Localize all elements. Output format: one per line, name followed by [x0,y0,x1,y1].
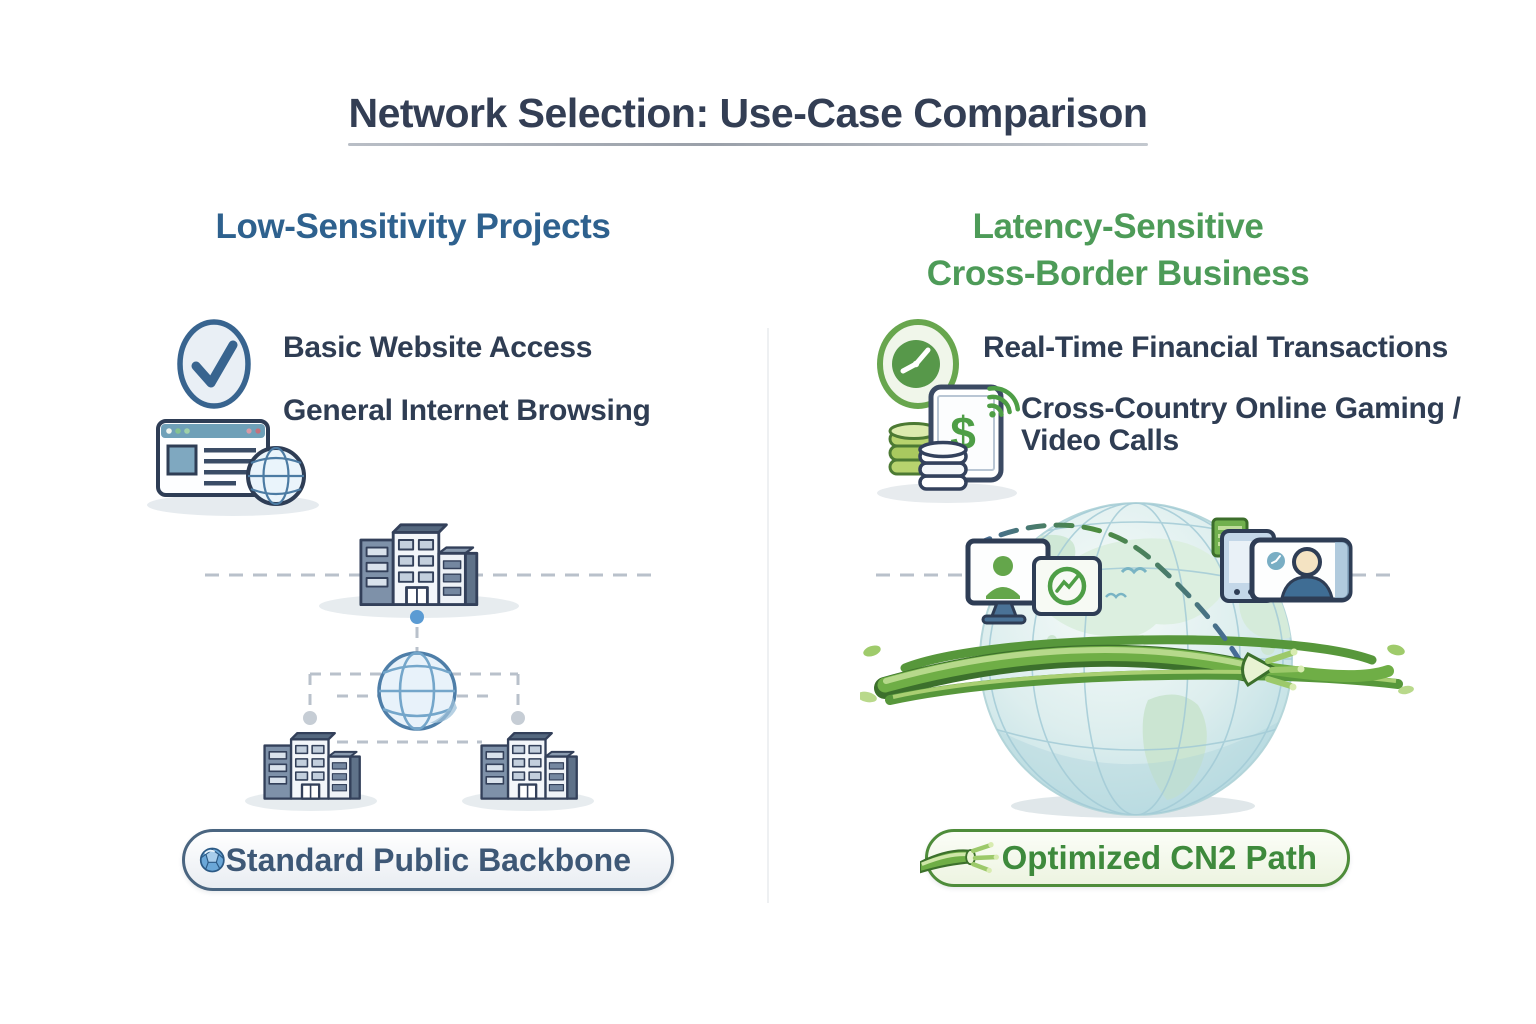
badge-label: Optimized CN2 Path [1001,839,1317,876]
feature-financial-transactions: Real-Time Financial Transactions [983,331,1449,364]
headquarters-building-icon [359,523,479,607]
feature-gaming-video-line1: Cross-Country Online Gaming / [1021,392,1461,425]
cn2-globe-illustration [860,502,1414,818]
standard-backbone-badge: Standard Public Backbone [182,829,674,891]
right-heading-line2: Cross-Border Business [926,254,1310,293]
checkmark-icon [177,319,251,409]
badge-label: Standard Public Backbone [225,841,631,878]
white-coin-stack-icon [918,440,968,491]
wifi-signal-icon [987,386,1020,418]
column-divider [767,328,769,903]
mobile-payment-icon: $ [877,384,1020,503]
video-call-devices-icon [1211,517,1353,603]
optimized-cn2-badge: Optimized CN2 Path [920,829,1350,887]
trading-chart-panel-icon [1032,556,1102,616]
feature-basic-website-access: Basic Website Access [283,331,593,364]
fiber-optic-cable-icon [920,842,999,874]
video-conference-monitor-icon [965,538,1051,625]
branch-building-icon [480,731,578,800]
title-underline [348,143,1148,146]
left-column-heading: Low-Sensitivity Projects [215,207,611,246]
right-heading-line1: Latency-Sensitive [972,207,1264,246]
feature-general-internet-browsing: General Internet Browsing [283,394,651,427]
bird-icon [1105,592,1127,599]
public-internet-globe-node [377,651,457,731]
connection-node-dot [410,610,424,624]
faceted-globe-icon [199,847,225,873]
right-column-heading: Latency-Sensitive Cross-Border Business [868,203,1368,297]
internet-globe-icon [246,446,306,506]
web-browser-icon [147,419,319,516]
cn2-fiber-cable [860,644,1414,705]
low-latency-route-arc [972,522,1246,669]
feature-gaming-video-line2: Video Calls [1021,424,1179,457]
page-title: Network Selection: Use-Case Comparison [348,90,1148,136]
bird-icon [1120,567,1148,575]
public-backbone-network-diagram [205,523,660,811]
real-time-clock-icon [877,319,959,409]
